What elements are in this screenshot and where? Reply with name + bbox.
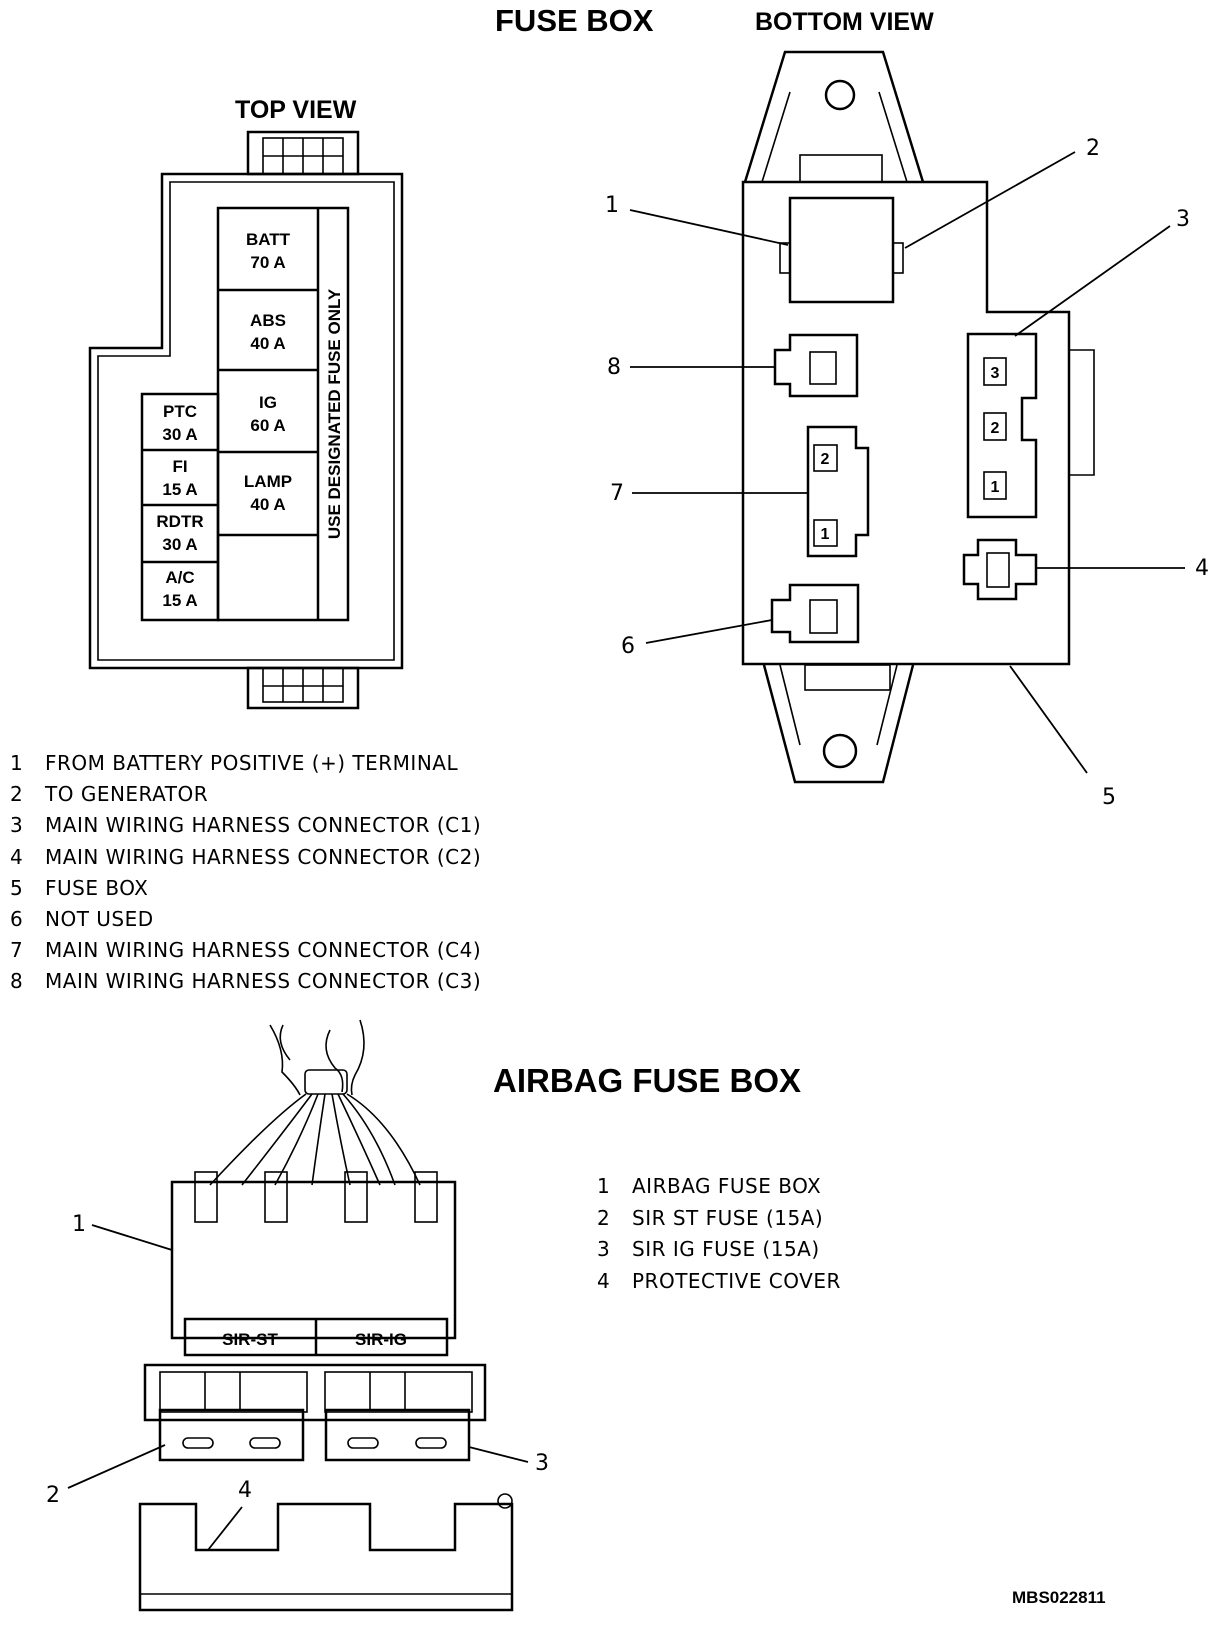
- callout-1: 1: [605, 193, 619, 218]
- legend-text-5: FUSE BOX: [45, 876, 148, 900]
- airbag-callout-2: 2: [46, 1483, 60, 1508]
- callout-2: 2: [1086, 136, 1100, 161]
- top-view-title: TOP VIEW: [235, 96, 357, 124]
- sir-st-label: SIR-ST: [222, 1330, 278, 1349]
- legend-num-5: 5: [10, 876, 23, 900]
- airbag-legend-text-2: SIR ST FUSE (15A): [632, 1206, 823, 1230]
- bottom-view-fuse-box: 2 1 3 2 1 1 2 3 4 5 6 7 8: [605, 50, 1209, 810]
- fuse-lamp-name: LAMP: [244, 472, 292, 491]
- legend-num-1: 1: [10, 751, 23, 775]
- fuse-ptc-name: PTC: [163, 402, 197, 421]
- fuse-rdtr-rating: 30 A: [162, 535, 197, 554]
- legend-num-8: 8: [10, 969, 23, 993]
- bottom-view-title: BOTTOM VIEW: [755, 8, 934, 36]
- figure-id: MBS022811: [1012, 1588, 1106, 1607]
- legend-num-7: 7: [10, 938, 23, 962]
- airbag-fuse-box-drawing: SIR-ST SIR-IG 1 2 3 4: [46, 1019, 549, 1612]
- airbag-legend: 1 AIRBAG FUSE BOX 2 SIR ST FUSE (15A) 3 …: [597, 1174, 841, 1293]
- airbag-callout-1: 1: [72, 1212, 86, 1237]
- legend-num-2: 2: [10, 782, 23, 806]
- airbag-legend-num-2: 2: [597, 1206, 610, 1230]
- fuse-ptc-rating: 30 A: [162, 425, 197, 444]
- airbag-callout-3: 3: [535, 1451, 549, 1476]
- airbag-legend-num-1: 1: [597, 1174, 610, 1198]
- legend-text-3: MAIN WIRING HARNESS CONNECTOR (C1): [45, 813, 481, 837]
- c4-pin-1: 1: [821, 526, 830, 543]
- fuse-box-legend: 1 FROM BATTERY POSITIVE (+) TERMINAL 2 T…: [10, 751, 481, 993]
- c1-pin-1: 1: [991, 479, 1000, 496]
- legend-text-2: TO GENERATOR: [44, 782, 208, 806]
- top-connector-tab: [246, 130, 360, 176]
- airbag-legend-text-4: PROTECTIVE COVER: [632, 1269, 841, 1293]
- legend-text-8: MAIN WIRING HARNESS CONNECTOR (C3): [45, 969, 481, 993]
- legend-text-4: MAIN WIRING HARNESS CONNECTOR (C2): [45, 845, 481, 869]
- callout-7: 7: [610, 481, 624, 506]
- airbag-callout-4: 4: [238, 1478, 252, 1503]
- fuse-abs-name: ABS: [250, 311, 286, 330]
- fuse-box-title: FUSE BOX: [495, 3, 654, 38]
- fuse-fi-rating: 15 A: [162, 480, 197, 499]
- bottom-connector-tab: [246, 666, 360, 710]
- fuse-ac-name: A/C: [165, 568, 194, 587]
- c1-pin-3: 3: [991, 365, 1000, 382]
- lower-mount-hole: [822, 733, 858, 769]
- legend-num-6: 6: [10, 907, 23, 931]
- c1-pin-2: 2: [991, 420, 1000, 437]
- airbag-legend-text-3: SIR IG FUSE (15A): [632, 1237, 820, 1261]
- legend-text-1: FROM BATTERY POSITIVE (+) TERMINAL: [45, 751, 458, 775]
- callout-5: 5: [1102, 785, 1116, 810]
- airbag-legend-num-3: 3: [597, 1237, 610, 1261]
- callout-8: 8: [607, 355, 621, 380]
- sir-ig-label: SIR-IG: [355, 1330, 407, 1349]
- fuse-batt-rating: 70 A: [250, 253, 285, 272]
- legend-num-4: 4: [10, 845, 23, 869]
- top-view-fuse-box: BATT 70 A ABS 40 A IG 60 A LAMP 40 A PTC…: [88, 130, 404, 710]
- use-designated-fuse-label: USE DESIGNATED FUSE ONLY: [325, 288, 344, 539]
- fuse-rdtr-name: RDTR: [156, 512, 203, 531]
- upper-mount-hole: [824, 79, 856, 111]
- fuse-ig-name: IG: [259, 393, 277, 412]
- c4-pin-2: 2: [821, 451, 830, 468]
- legend-num-3: 3: [10, 813, 23, 837]
- fuse-ac-rating: 15 A: [162, 591, 197, 610]
- callout-3: 3: [1176, 207, 1190, 232]
- callout-6: 6: [621, 634, 635, 659]
- airbag-fuse-box-title: AIRBAG FUSE BOX: [493, 1062, 801, 1099]
- fuse-abs-rating: 40 A: [250, 334, 285, 353]
- airbag-legend-num-4: 4: [597, 1269, 610, 1293]
- legend-text-6: NOT USED: [45, 907, 154, 931]
- fuse-batt-name: BATT: [246, 230, 291, 249]
- fuse-lamp-rating: 40 A: [250, 495, 285, 514]
- fuse-ig-rating: 60 A: [250, 416, 285, 435]
- legend-text-7: MAIN WIRING HARNESS CONNECTOR (C4): [45, 938, 481, 962]
- callout-4: 4: [1195, 556, 1209, 581]
- airbag-legend-text-1: AIRBAG FUSE BOX: [632, 1174, 821, 1198]
- wire-harness: [209, 1019, 421, 1186]
- fuse-fi-name: FI: [172, 457, 187, 476]
